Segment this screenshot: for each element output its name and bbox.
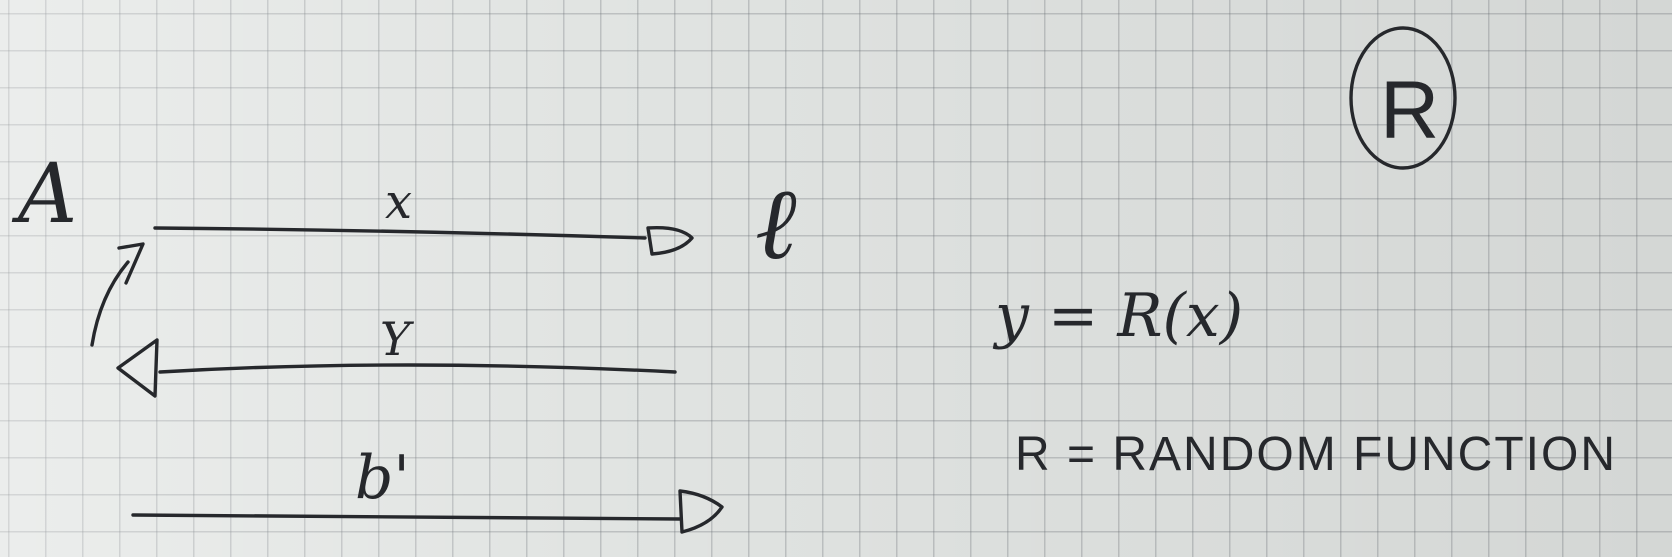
circled-label-ring bbox=[1349, 26, 1457, 170]
msg-x-label: x bbox=[385, 174, 412, 230]
definition-text: R = RANDOM FUNCTION bbox=[1015, 428, 1617, 481]
party-c-label: ℓ bbox=[755, 165, 797, 282]
arrow-x-head bbox=[646, 226, 694, 256]
arrow-y-head bbox=[116, 338, 159, 398]
arrow-y-line bbox=[158, 363, 677, 374]
arrow-b-head bbox=[678, 489, 724, 534]
party-a-label: A bbox=[11, 147, 77, 242]
circled-label-letter: R bbox=[1380, 65, 1441, 156]
msg-y-label: Y bbox=[380, 312, 415, 366]
arrow-x-line bbox=[153, 226, 647, 240]
msg-b-label: b' bbox=[355, 443, 410, 513]
arrow-b-line bbox=[131, 513, 682, 521]
feedback-arrow-head bbox=[117, 242, 145, 285]
feedback-arrow-line bbox=[90, 260, 130, 347]
equation-text: y = R(x) bbox=[992, 281, 1243, 351]
